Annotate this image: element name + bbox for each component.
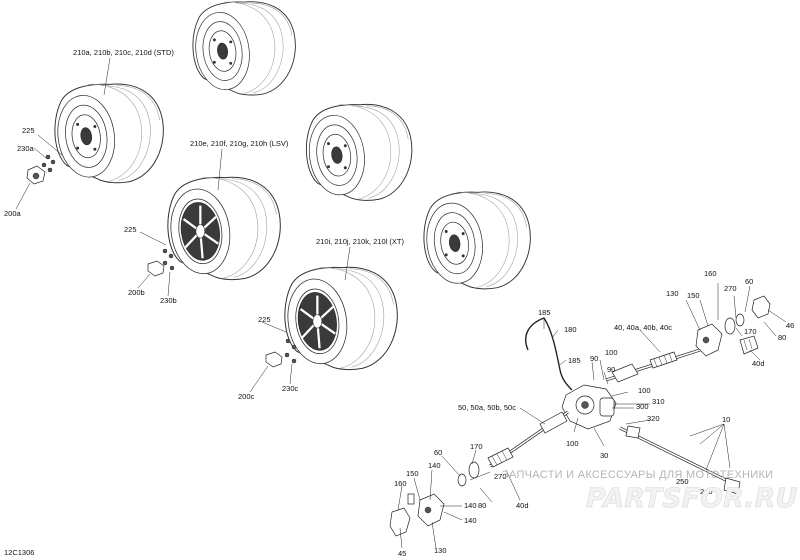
hardware-std <box>15 134 63 210</box>
leader-lines <box>397 283 787 549</box>
callout-225: 225 <box>124 225 137 234</box>
callout-60: 60 <box>434 448 442 457</box>
callout-150: 150 <box>406 469 419 478</box>
callout-160: 160 <box>394 479 407 488</box>
callout-270: 270 <box>494 472 507 481</box>
callout-270: 270 <box>724 284 737 293</box>
callout-225: 225 <box>258 315 271 324</box>
callout-90: 90 <box>590 354 598 363</box>
callout-320: 320 <box>647 414 660 423</box>
drive-shaft-lower <box>487 410 569 468</box>
callout-10: 10 <box>722 415 730 424</box>
watermark-text: ЗАПЧАСТИ И АКСЕССУАРЫ ДЛЯ МОТОТЕХНИКИ <box>502 469 773 481</box>
callout-90: 90 <box>607 365 615 374</box>
callout-250: 250 <box>676 477 689 486</box>
callout-140: 140 <box>464 501 477 510</box>
callout-140: 140 <box>428 461 441 470</box>
callout-100: 100 <box>638 386 651 395</box>
callout-230a: 230a <box>17 144 35 153</box>
wheel-lsv <box>165 176 281 281</box>
vent-hose <box>525 317 573 391</box>
watermark-logo: PARTSFOR.RU <box>586 483 797 514</box>
callout-40-40a-40b-40c: 40, 40a, 40b, 40c <box>614 323 672 332</box>
callout-230c: 230c <box>282 384 299 393</box>
callout-50-50a-50b-50c: 50, 50a, 50b, 50c <box>458 403 516 412</box>
callout-300: 300 <box>636 402 649 411</box>
callout-160: 160 <box>704 269 717 278</box>
hardware-lsv <box>137 231 175 297</box>
callout-200b: 200b <box>128 288 145 297</box>
callout-130: 130 <box>666 289 679 298</box>
group-label-xt: 210i, 210j, 210k, 210l (XT) <box>316 237 404 246</box>
wheel-xt <box>282 266 398 371</box>
callout-170: 170 <box>744 327 757 336</box>
drive-shaft-upper <box>605 348 701 383</box>
callout-80: 80 <box>478 501 486 510</box>
knuckle-upper <box>695 295 771 357</box>
callout-310: 310 <box>652 397 665 406</box>
knuckle-lower <box>389 461 480 537</box>
callout-40d: 40d <box>752 359 765 368</box>
callout-230b: 230b <box>160 296 177 305</box>
callout-46: 46 <box>786 321 794 330</box>
callout-140: 140 <box>464 516 477 525</box>
callout-240: 240 <box>700 487 713 496</box>
front-differential <box>561 384 617 430</box>
callout-225: 225 <box>22 126 35 135</box>
callout-200c: 200c <box>238 392 255 401</box>
callout-labels: 225 230a 200a 225 200b 230b 225 200c 230… <box>4 126 794 558</box>
callout-130: 130 <box>434 546 447 555</box>
callout-185: 185 <box>538 308 551 317</box>
wheel-std <box>52 83 164 184</box>
callout-100: 100 <box>605 348 618 357</box>
callout-100: 100 <box>566 439 579 448</box>
callout-180: 180 <box>564 325 577 334</box>
tire-xt-rear <box>421 191 531 290</box>
hardware-xt <box>249 321 297 393</box>
group-label-lsv: 210e, 210f, 210g, 210h (LSV) <box>190 139 289 148</box>
tire-std-rear <box>190 1 296 96</box>
callout-45: 45 <box>398 549 406 558</box>
callout-150: 150 <box>687 291 700 300</box>
callout-170: 170 <box>470 442 483 451</box>
tire-lsv-rear <box>303 103 413 201</box>
propeller-shaft <box>619 425 741 495</box>
callout-80: 80 <box>778 333 786 342</box>
callout-185: 185 <box>568 356 581 365</box>
callout-30: 30 <box>600 451 608 460</box>
callout-200a: 200a <box>4 209 22 218</box>
diagram-code: 12C1306 <box>4 548 34 557</box>
callout-40d: 40d <box>516 501 529 510</box>
callout-60: 60 <box>745 277 753 286</box>
group-label-std: 210a, 210b, 210c, 210d (STD) <box>73 48 174 57</box>
